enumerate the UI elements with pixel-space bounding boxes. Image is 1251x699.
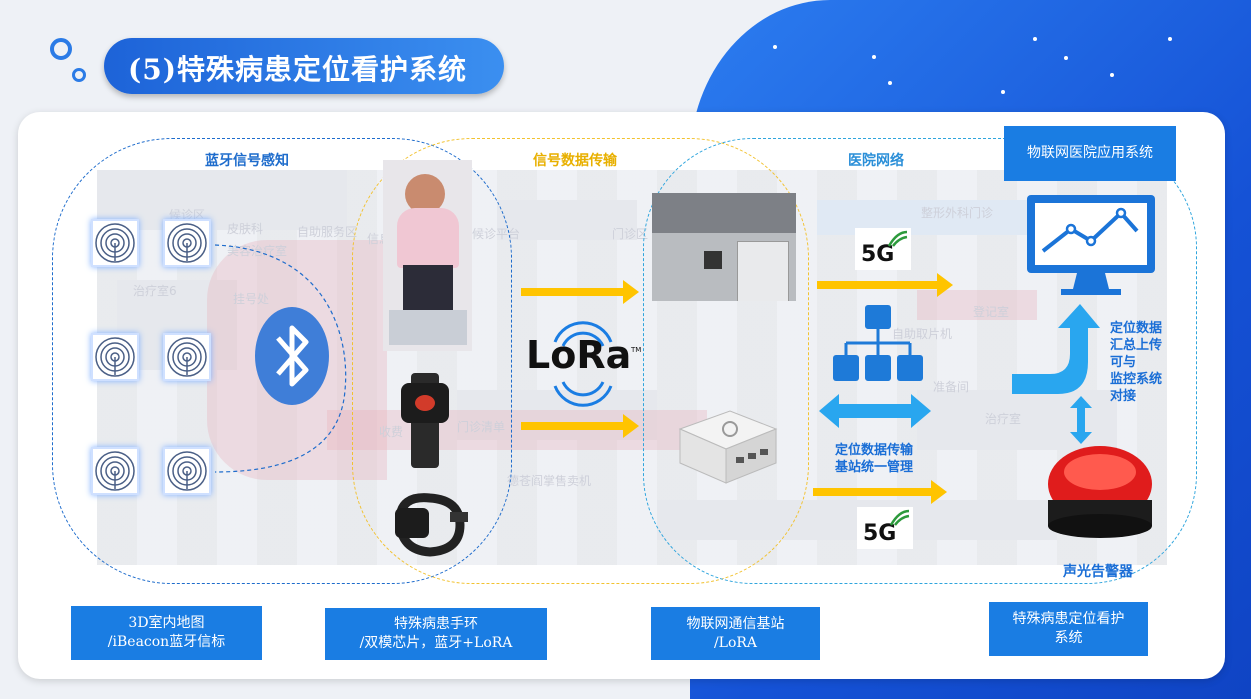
label-wristband: 特殊病患手环 /双模芯片，蓝牙+LoRA — [325, 608, 547, 660]
star-decoration — [773, 45, 777, 49]
lora-logo-text: LoRa — [526, 333, 632, 377]
zone-transmission — [352, 138, 809, 584]
ibeacon-icon — [91, 447, 139, 495]
base-station-annotation: 定位数据传输 基站统一管理 — [835, 443, 914, 475]
ring-decoration — [50, 38, 72, 60]
ibeacon-icon — [163, 219, 211, 267]
star-decoration — [1064, 56, 1068, 60]
ibeacon-icon — [163, 333, 211, 381]
vertical-arrow-icon — [1070, 396, 1092, 444]
page-title: (5)特殊病患定位看护系统 — [128, 53, 467, 86]
zone-label-transmission: 信号数据传输 — [533, 153, 617, 169]
wristband-strap-icon — [395, 493, 468, 557]
lora-logo-icon — [553, 321, 613, 407]
5g-badge-icon: 5G — [857, 507, 913, 549]
label-base-station: 物联网通信基站 /LoRA — [651, 607, 820, 660]
star-decoration — [872, 55, 876, 59]
zone-hospital-network — [643, 138, 1197, 584]
app-system-label: 物联网医院应用系统 — [1004, 126, 1176, 181]
arrow-right — [817, 273, 953, 297]
ibeacon-icon — [91, 333, 139, 381]
wristband-device-icon — [401, 373, 449, 468]
double-arrow-icon — [819, 394, 931, 428]
gateway-device-icon — [678, 410, 778, 484]
label-care-system: 特殊病患定位看护 系统 — [989, 602, 1148, 656]
arrow-right — [521, 414, 639, 438]
star-decoration — [1033, 37, 1037, 41]
alarm-label: 声光告警器 — [1063, 564, 1133, 580]
zone-label-bluetooth: 蓝牙信号感知 — [205, 153, 289, 169]
base-station-photo — [652, 193, 796, 301]
upload-annotation: 定位数据 汇总上传 可与 监控系统 对接 — [1110, 321, 1163, 404]
network-hierarchy-icon — [833, 305, 923, 381]
star-decoration — [888, 81, 892, 85]
title-pill: (5)特殊病患定位看护系统 — [104, 38, 504, 94]
bluetooth-icon — [255, 307, 329, 405]
5g-badge-icon: 5G — [855, 228, 911, 270]
arrow-right — [521, 280, 639, 304]
patient-photo — [383, 160, 472, 351]
label-3d-map: 3D室内地图 /iBeacon蓝牙信标 — [71, 606, 262, 660]
monitor-chart-icon — [1027, 195, 1155, 295]
star-decoration — [1168, 37, 1172, 41]
star-decoration — [1001, 90, 1005, 94]
ibeacon-icon — [163, 447, 211, 495]
zone-bluetooth — [52, 138, 512, 584]
star-decoration — [1110, 73, 1114, 77]
alarm-beacon-icon — [1048, 446, 1152, 538]
ring-decoration — [72, 68, 86, 82]
zone-label-hospital-network: 医院网络 — [848, 153, 904, 169]
ibeacon-icon — [91, 219, 139, 267]
arrow-right — [813, 480, 947, 504]
lora-tm: TM — [631, 346, 642, 354]
upload-arrow-icon — [1012, 304, 1100, 394]
